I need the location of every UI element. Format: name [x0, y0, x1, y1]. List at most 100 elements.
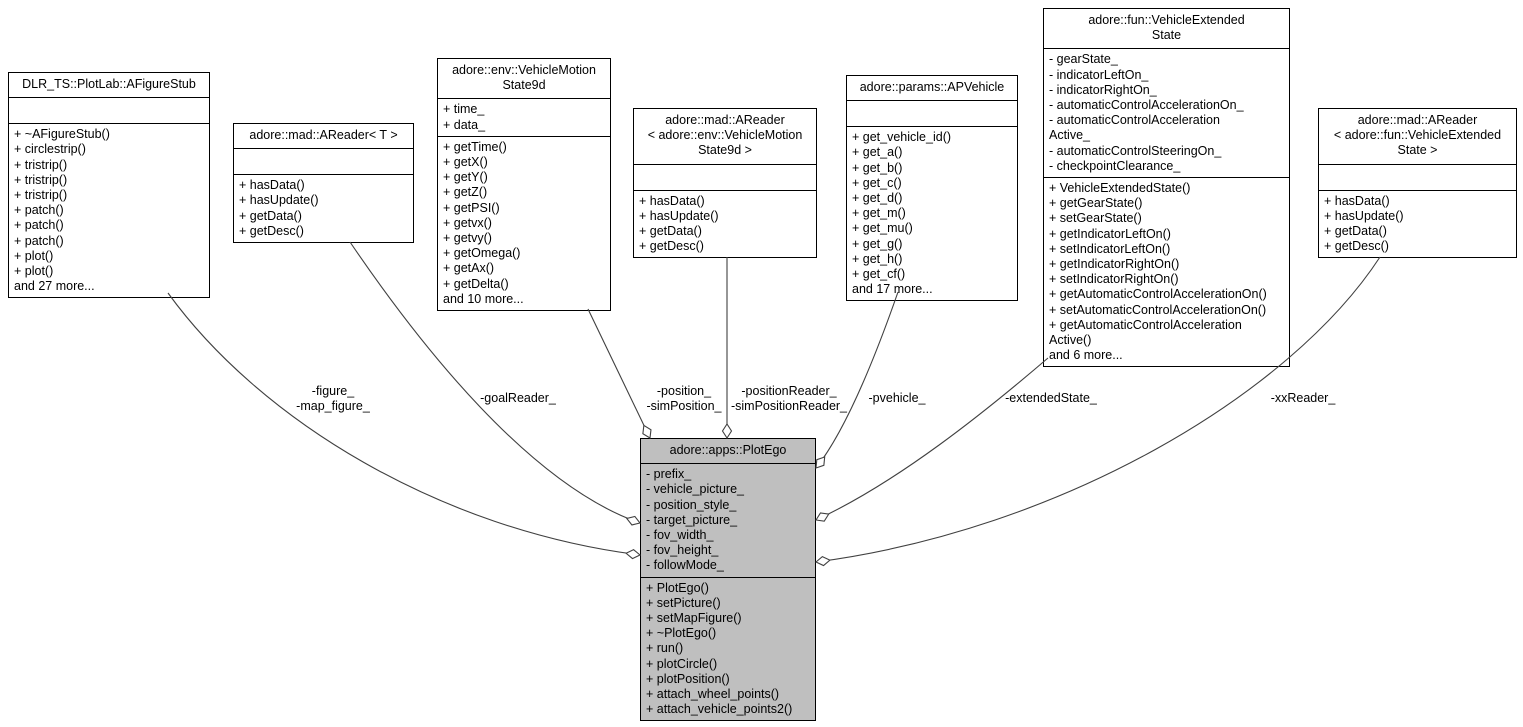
method-line: + setIndicatorRightOn() [1049, 272, 1179, 287]
attribute-line: - target_picture_ [646, 512, 738, 527]
edge-label-vehicleextendedstate-plotego: -extendedState_ [1005, 391, 1097, 406]
class-node-areader-vehiclemotionstate9d[interactable]: adore::mad::AReader< adore::env::Vehicle… [633, 108, 817, 259]
class-title-line: adore::params::APVehicle [859, 80, 1005, 94]
method-line: + plot() [14, 248, 54, 263]
attributes-section [9, 97, 209, 123]
method-line: + VehicleExtendedState() [1049, 181, 1191, 196]
class-title: adore::mad::AReader< adore::fun::Vehicle… [1319, 109, 1516, 164]
method-line: + hasUpdate() [1324, 208, 1404, 223]
edge-label-line: -map_figure_ [296, 399, 370, 414]
class-title-line: State9d [502, 78, 546, 93]
method-line: + getPSI() [443, 200, 500, 215]
attribute-line: - indicatorRightOn_ [1049, 82, 1157, 97]
class-node-areader-vehicleextendedstate[interactable]: adore::mad::AReader< adore::fun::Vehicle… [1318, 108, 1517, 259]
class-node-apvehicle[interactable]: adore::params::APVehicle+ get_vehicle_id… [846, 75, 1018, 302]
class-node-areader-t[interactable]: adore::mad::AReader< T >+ hasData()+ has… [233, 123, 414, 244]
methods-section: + getTime()+ getX()+ getY()+ getZ()+ get… [438, 135, 610, 310]
edge-vehiclemotionstate9d-plotego [587, 308, 651, 439]
edge-apvehicle-plotego [815, 291, 899, 469]
class-title-line: < adore::env::VehicleMotion [647, 128, 803, 143]
method-line: + get_h() [852, 251, 903, 266]
method-line: + getDelta() [443, 276, 509, 291]
edge-label-areader-vehicleextendedstate-plotego: -xxReader_ [1271, 391, 1336, 406]
method-line: + getData() [639, 224, 702, 239]
method-line: + get_vehicle_id() [852, 130, 952, 145]
edge-label-line: -pvehicle_ [868, 391, 926, 405]
method-line: + ~AFigureStub() [14, 127, 110, 142]
class-title-line: adore::mad::AReader [665, 113, 785, 127]
method-line: + getX() [443, 155, 488, 170]
attributes-section [847, 100, 1017, 126]
attribute-line: - gearState_ [1049, 52, 1118, 67]
attribute-line: - fov_width_ [646, 528, 714, 543]
method-line: + setMapFigure() [646, 611, 742, 626]
method-line: and 10 more... [443, 291, 524, 306]
class-title-line: adore::apps::PlotEgo [669, 443, 787, 457]
attributes-section [1319, 163, 1516, 190]
method-line: and 27 more... [14, 279, 95, 294]
method-line: + hasUpdate() [239, 193, 319, 208]
attribute-line: - prefix_ [646, 467, 692, 482]
method-line: + attach_wheel_points() [646, 687, 780, 702]
edge-label-line: -xxReader_ [1270, 391, 1336, 405]
class-title: adore::mad::AReader< T > [234, 124, 413, 148]
edge-label-apvehicle-plotego: -pvehicle_ [869, 391, 926, 406]
attributes-section: - gearState_- indicatorLeftOn_- indicato… [1044, 48, 1289, 177]
edge-afigurestub-plotego [167, 292, 641, 556]
method-line: + setIndicatorLeftOn() [1049, 241, 1171, 256]
class-title: adore::mad::AReader< adore::env::Vehicle… [634, 109, 816, 164]
attribute-line: - automaticControlAccelerationOn_ [1049, 98, 1244, 113]
class-node-plotego[interactable]: adore::apps::PlotEgo- prefix_- vehicle_p… [640, 438, 816, 722]
method-line: + plotPosition() [646, 671, 730, 686]
method-line: + patch() [14, 218, 64, 233]
method-line: + getData() [1324, 224, 1387, 239]
attribute-line: - followMode_ [646, 558, 724, 573]
attributes-section [234, 148, 413, 174]
method-line: + tristrip() [14, 172, 68, 187]
method-line: + getvy() [443, 231, 492, 246]
method-line: Active() [1049, 333, 1092, 348]
method-line: + getData() [239, 208, 302, 223]
attribute-line: - vehicle_picture_ [646, 482, 744, 497]
methods-section: + ~AFigureStub()+ circlestrip()+ tristri… [9, 123, 209, 297]
method-line: + get_a() [852, 145, 903, 160]
method-line: + get_cf() [852, 267, 906, 282]
attribute-line: - indicatorLeftOn_ [1049, 67, 1149, 82]
methods-section: + VehicleExtendedState()+ getGearState()… [1044, 177, 1289, 366]
method-line: + getDesc() [639, 239, 704, 254]
method-line: + get_b() [852, 160, 903, 175]
method-line: + setAutomaticControlAccelerationOn() [1049, 302, 1267, 317]
class-title-line: adore::mad::AReader< T > [249, 128, 398, 142]
method-line: + tristrip() [14, 188, 68, 203]
edge-label-line: -position_ [656, 384, 712, 398]
method-line: + get_c() [852, 175, 902, 190]
method-line: + getDesc() [239, 223, 304, 238]
attribute-line: - automaticControlSteeringOn_ [1049, 143, 1222, 158]
methods-section: + get_vehicle_id()+ get_a()+ get_b()+ ge… [847, 126, 1017, 300]
edge-label-vehiclemotionstate9d-plotego: -position_-simPosition_ [646, 384, 721, 414]
edge-label-areader-vehiclemotionstate9d-plotego: -positionReader_-simPositionReader_ [731, 384, 847, 414]
method-line: and 6 more... [1049, 348, 1123, 363]
edge-label-line: -simPosition_ [646, 399, 722, 414]
method-line: + patch() [14, 203, 64, 218]
attribute-line: Active_ [1049, 128, 1090, 143]
method-line: + hasData() [1324, 193, 1390, 208]
method-line: + get_g() [852, 236, 903, 251]
edge-label-afigurestub-plotego: -figure_-map_figure_ [296, 384, 370, 414]
attribute-line: + data_ [443, 117, 486, 132]
method-line: + ~PlotEgo() [646, 626, 717, 641]
method-line: + plotCircle() [646, 656, 718, 671]
method-line: + getY() [443, 170, 488, 185]
method-line: + attach_vehicle_points2() [646, 702, 793, 717]
class-title-line: adore::env::VehicleMotion [452, 63, 596, 77]
class-node-afigurestub[interactable]: DLR_TS::PlotLab::AFigureStub+ ~AFigureSt… [8, 72, 210, 299]
method-line: + setPicture() [646, 595, 721, 610]
attribute-line: - automaticControlAcceleration [1049, 113, 1220, 128]
attributes-section: + time_+ data_ [438, 98, 610, 135]
method-line: + getZ() [443, 185, 488, 200]
